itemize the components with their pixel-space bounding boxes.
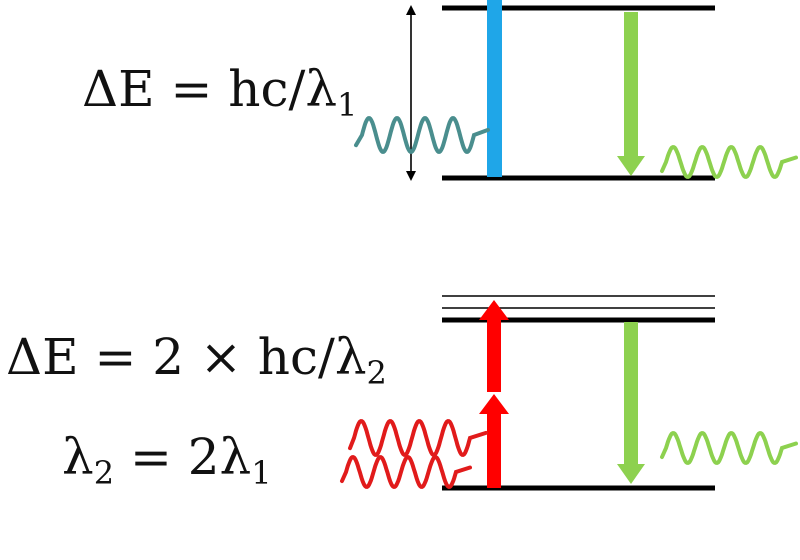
wavelength-lambda-2: λ bbox=[62, 428, 94, 486]
wavelength-sub-2: 2 bbox=[94, 454, 114, 492]
bottom-panel: ΔE = 2 × hc/λ2 λ2 = 2λ1 bbox=[6, 295, 798, 492]
incident-photon-wave bbox=[354, 116, 490, 154]
energy-equation-subscript: 1 bbox=[337, 86, 357, 124]
energy-equation-main: ΔE = hc/λ bbox=[82, 60, 337, 118]
two-photon-energy-equation: ΔE = 2 × hc/λ2 bbox=[6, 328, 387, 392]
top-panel: ΔE = hc/λ1 bbox=[82, 0, 798, 181]
first-photon-absorption-arrow bbox=[479, 394, 509, 488]
second-photon-absorption-arrow bbox=[479, 300, 509, 392]
emitted-photon-wave-bottom bbox=[660, 431, 798, 465]
wavelength-equation: λ2 = 2λ1 bbox=[62, 428, 272, 492]
emission-arrow-bottom bbox=[617, 322, 645, 484]
wavelength-rhs: = 2λ bbox=[114, 428, 251, 486]
emitted-photon-wave bbox=[660, 145, 798, 179]
incident-photon-wave-upper bbox=[348, 419, 488, 457]
absorption-bar bbox=[487, 0, 502, 177]
two-photon-equation-main: ΔE = 2 × hc/λ bbox=[6, 328, 367, 386]
two-photon-equation-subscript: 2 bbox=[367, 354, 387, 392]
emission-arrow bbox=[617, 12, 645, 176]
energy-equation: ΔE = hc/λ1 bbox=[82, 60, 357, 124]
incident-photon-wave-lower bbox=[340, 455, 472, 489]
wavelength-sub-1: 1 bbox=[251, 454, 271, 492]
